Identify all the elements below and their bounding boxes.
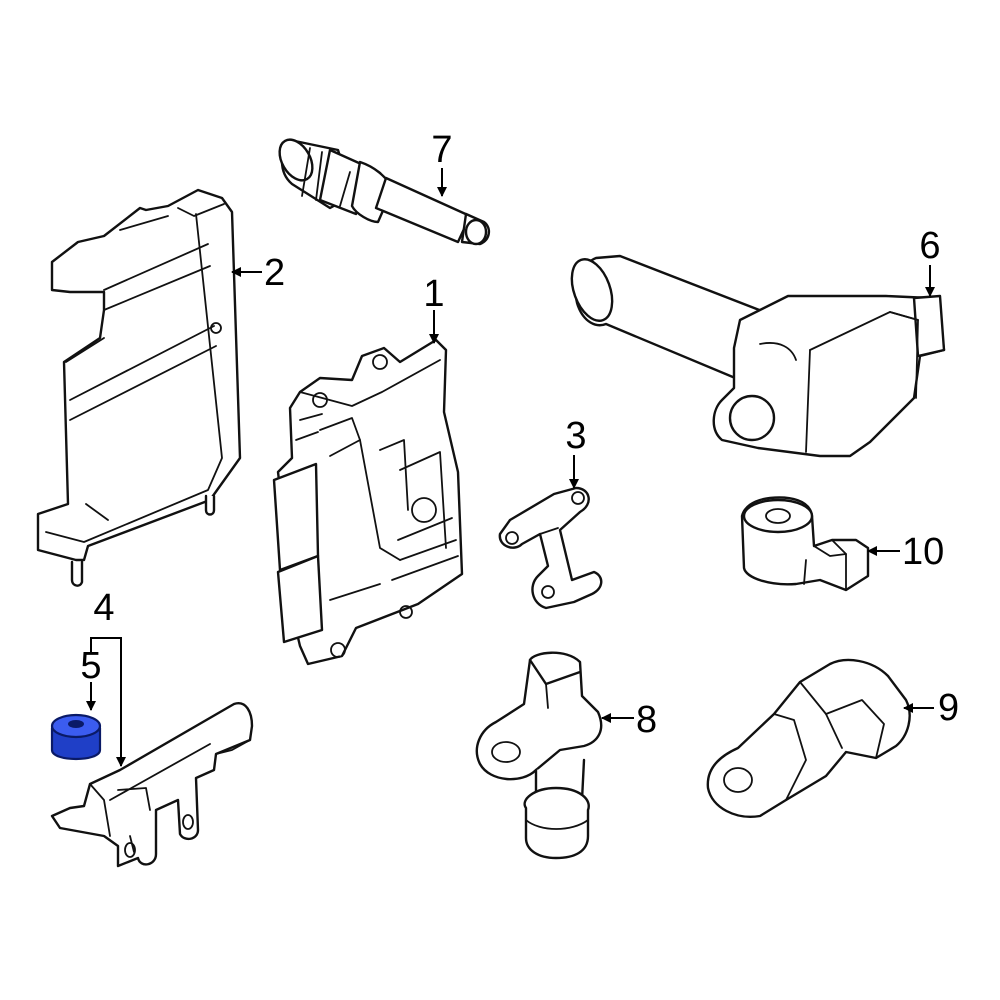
part-10-knock-sensor[interactable] bbox=[740, 496, 870, 592]
part-6-ignition-coil[interactable] bbox=[564, 254, 946, 458]
part-2-cover[interactable] bbox=[36, 188, 242, 587]
callout-3: 3 bbox=[565, 415, 586, 457]
callout-1: 1 bbox=[423, 273, 444, 315]
part-7-sensor[interactable] bbox=[273, 134, 491, 246]
part-4-harness-bracket[interactable] bbox=[50, 702, 254, 868]
part-3-bracket[interactable] bbox=[498, 486, 603, 610]
callout-7: 7 bbox=[431, 129, 452, 171]
callout-labels: 7 2 1 3 6 10 8 9 4 5 bbox=[80, 129, 959, 741]
part-8-sensor[interactable] bbox=[475, 651, 603, 860]
callout-8: 8 bbox=[636, 699, 657, 741]
part-9-sensor[interactable] bbox=[706, 658, 911, 818]
callout-9: 9 bbox=[938, 687, 959, 729]
callout-5: 5 bbox=[80, 645, 101, 687]
leader-lines bbox=[86, 168, 935, 767]
callout-10: 10 bbox=[902, 531, 944, 573]
callout-2: 2 bbox=[264, 252, 285, 294]
part-5-grommet[interactable] bbox=[50, 713, 102, 760]
callout-6: 6 bbox=[919, 225, 940, 267]
part-1-control-module[interactable] bbox=[272, 338, 464, 666]
callout-4: 4 bbox=[93, 587, 114, 629]
